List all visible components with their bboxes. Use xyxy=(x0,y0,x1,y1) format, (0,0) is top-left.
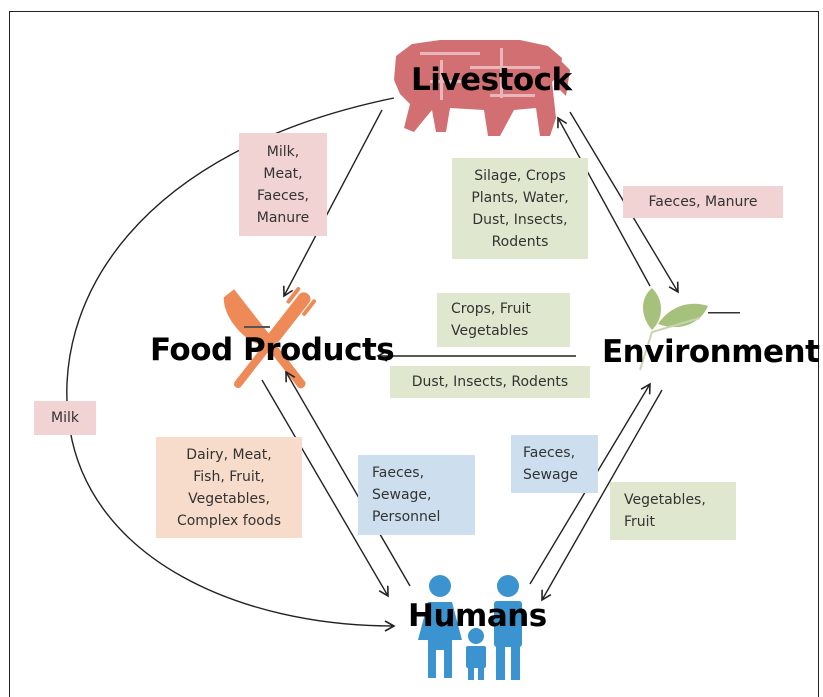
label-livestock-to-env: Faeces, Manure xyxy=(623,186,783,218)
label-line: Complex foods xyxy=(176,512,282,529)
label-line: Fish, Fruit, xyxy=(193,468,265,485)
label-line: Personnel xyxy=(372,509,441,525)
label-line: Milk, xyxy=(266,143,300,160)
label-livestock-to-food: Milk, Meat, Faeces, Manure xyxy=(239,133,327,236)
label-line: Manure xyxy=(256,209,310,226)
cow-icon xyxy=(394,40,570,136)
arrow-livestock-to-food xyxy=(282,109,383,298)
label-line: Plants, Water, xyxy=(471,189,569,206)
label-line: Sewage xyxy=(523,467,579,483)
arrow-food-to-humans xyxy=(261,379,389,598)
label-line: Vegetables xyxy=(451,323,529,339)
label-line: Silage, Crops xyxy=(474,167,566,184)
label-humans-to-food: Faeces, Sewage, Personnel xyxy=(358,455,475,535)
label-env-to-livestock: Silage, Crops Plants, Water, Dust, Insec… xyxy=(452,158,588,259)
label-env-to-food-bottom: Dust, Insects, Rodents xyxy=(390,366,590,398)
label-line: Faeces, xyxy=(523,445,576,461)
label-line: Faeces, xyxy=(372,465,425,481)
arrow-humans-to-food xyxy=(285,370,411,587)
node-humans: Humans xyxy=(408,598,547,634)
label-line: Sewage, xyxy=(372,487,432,503)
label-env-to-humans: Vegetables, Fruit xyxy=(610,482,736,540)
node-food-products: Food Products xyxy=(150,332,395,368)
label-humans-to-env: Faeces, Sewage xyxy=(511,435,598,493)
label-line: Vegetables, xyxy=(188,490,270,507)
label-line: Fruit xyxy=(624,514,656,530)
label-line: Dust, Insects, xyxy=(472,211,568,228)
label-livestock-to-humans: Milk xyxy=(34,401,96,435)
label-food-to-humans: Dairy, Meat, Fish, Fruit, Vegetables, Co… xyxy=(156,437,302,538)
label-line: Faeces, xyxy=(256,187,309,204)
arrow-env-to-humans xyxy=(541,389,663,602)
leaves-icon xyxy=(639,288,740,371)
label-env-to-food-top: Crops, Fruit Vegetables xyxy=(437,293,570,347)
diagram-frame xyxy=(9,11,819,697)
label-line: Dust, Insects, Rodents xyxy=(411,374,569,390)
arrow-env-to-livestock xyxy=(557,116,651,287)
family-icon xyxy=(418,575,522,680)
label-line: Milk xyxy=(51,410,79,426)
label-line: Crops, Fruit xyxy=(451,301,531,317)
label-line: Rodents xyxy=(491,233,549,250)
label-line: Dairy, Meat, xyxy=(186,446,272,463)
label-line: Meat, xyxy=(263,165,303,182)
node-environment: Environment xyxy=(602,334,820,370)
label-line: Vegetables, xyxy=(624,492,706,508)
node-livestock: Livestock xyxy=(411,62,572,98)
label-line: Faeces, Manure xyxy=(648,194,758,210)
